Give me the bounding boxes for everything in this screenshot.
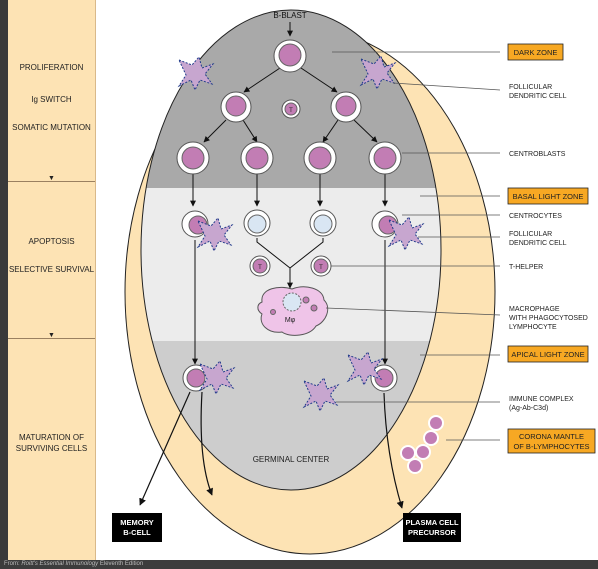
centroblast-cell — [369, 142, 401, 174]
centroblast-cell — [331, 92, 361, 122]
source-caption: From: Roitt's Essential Immunology Eleve… — [0, 560, 598, 569]
macrophage-label-line3: LYMPHOCYTE — [509, 324, 557, 331]
follicular-dendritic-label-2-line2: DENDRITIC CELL — [509, 240, 567, 247]
dark-zone-label: DARK ZONE — [514, 48, 558, 57]
stage-label-somatic-mutation: SOMATIC MUTATION — [8, 122, 95, 133]
corona-mantle-label: CORONA MANTLE — [519, 432, 584, 441]
centrocytes-label: CENTROCYTES — [509, 213, 562, 220]
caption-edition: Eleventh Edition — [98, 561, 143, 567]
stage-label-selective-survival: SELECTIVE SURVIVAL — [8, 264, 95, 275]
b-blast-cell — [274, 40, 306, 72]
immune-complex-label-line2: (Ag-Ab-C3d) — [509, 405, 548, 412]
memory-b-cell-label-line2: B-CELL — [123, 528, 151, 537]
caption-prefix: From: — [4, 561, 21, 567]
centroblasts-label: CENTROBLASTS — [509, 151, 566, 158]
centroblast-cell — [241, 142, 273, 174]
macrophage-label-line2: WITH PHAGOCYTOSED — [509, 315, 588, 322]
plasma-cell-label-line2: PRECURSOR — [408, 528, 457, 537]
caption-book-title: Roitt's Essential Immunology — [21, 561, 98, 567]
centroblast-cell — [177, 142, 209, 174]
b-blast-label: B-BLAST — [273, 11, 306, 20]
centrocyte-cell-apoptotic — [310, 210, 336, 236]
centroblast-cell — [221, 92, 251, 122]
memory-b-cell-label: MEMORY — [120, 518, 153, 527]
diagram-canvas: B-BLAST — [96, 0, 598, 560]
follicular-dendritic-label-2: FOLLICULAR — [509, 231, 552, 238]
germinal-center-label: GERMINAL CENTER — [253, 455, 330, 464]
basal-light-zone-label: BASAL LIGHT ZONE — [513, 192, 584, 201]
plasma-cell-label: PLASMA CELL — [405, 518, 458, 527]
svg-text:Mφ: Mφ — [285, 317, 296, 324]
left-border — [0, 0, 8, 560]
immune-complex-label: IMMUNE COMPLEX — [509, 396, 574, 403]
svg-text:T: T — [258, 265, 262, 271]
down-arrow-icon: ▼ — [48, 175, 55, 182]
germinal-center-diagram: B-BLAST — [96, 0, 598, 560]
stage-label-apoptosis: APOPTOSIS — [8, 236, 95, 247]
t-helper-label: T-HELPER — [509, 264, 543, 271]
t-helper-cell: T — [311, 256, 331, 276]
macrophage-label: MACROPHAGE — [509, 306, 560, 313]
centrocyte-cell-apoptotic — [244, 210, 270, 236]
stage-label-proliferation: PROLIFERATION — [8, 62, 95, 73]
apical-light-zone-label: APICAL LIGHT ZONE — [511, 350, 584, 359]
stage-label-maturation: MATURATION OF — [8, 432, 95, 443]
stage-label-ig-switch: Ig SWITCH — [8, 94, 95, 105]
surviving-b-cell — [371, 365, 397, 391]
t-helper-cell: T — [250, 256, 270, 276]
corona-mantle-label-line2: OF B-LYMPHOCYTES — [513, 442, 589, 451]
svg-text:T: T — [319, 265, 323, 271]
follicular-dendritic-label: FOLLICULAR — [509, 84, 552, 91]
centroblast-cell — [304, 142, 336, 174]
t-cell: T — [282, 100, 300, 118]
stage-side-panel: PROLIFERATION Ig SWITCH SOMATIC MUTATION… — [8, 0, 96, 560]
stage-label-surviving-cells: SURVIVING CELLS — [8, 443, 95, 454]
callout-labels: FOLLICULAR DENDRITIC CELL CENTROBLASTS C… — [509, 84, 588, 412]
down-arrow-icon: ▼ — [48, 332, 55, 339]
svg-text:T: T — [289, 108, 293, 114]
follicular-dendritic-label-line2: DENDRITIC CELL — [509, 93, 567, 100]
